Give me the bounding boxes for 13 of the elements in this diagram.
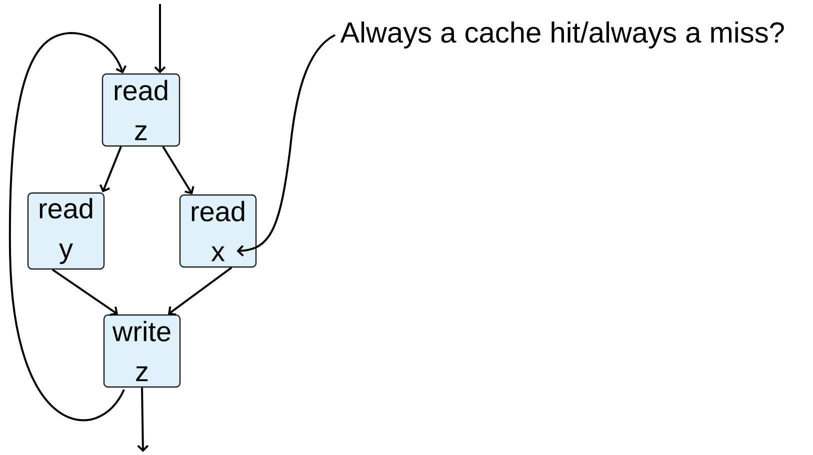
arrow — [99, 146, 122, 192]
annotation-text: Always a cache hit/always a miss? — [340, 21, 784, 49]
arrow — [168, 266, 232, 316]
leader-line — [236, 34, 336, 257]
arrow — [9, 32, 127, 422]
arrow — [162, 146, 194, 194]
process-box: read x — [179, 194, 257, 268]
arrow — [137, 388, 149, 452]
arrow — [154, 4, 166, 74]
process-box: read y — [27, 192, 105, 270]
arrow — [52, 268, 118, 316]
process-box: read z — [102, 73, 180, 147]
process-box: write z — [103, 314, 181, 388]
